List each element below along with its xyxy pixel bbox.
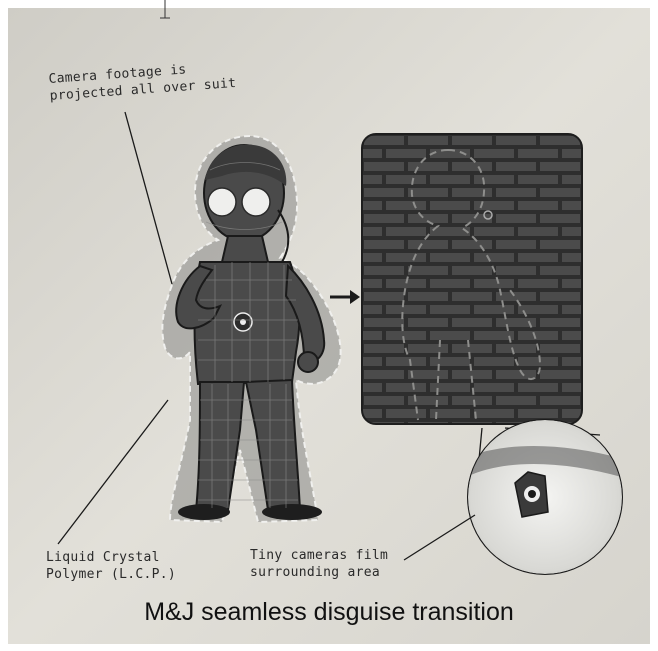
tiny-cameras-line2: surrounding area bbox=[250, 565, 381, 580]
brick-wall-panel bbox=[361, 133, 583, 425]
caption: M&J seamless disguise transition bbox=[144, 598, 514, 626]
camera-icon bbox=[514, 471, 549, 518]
lcp-label: Liquid Crystal Polymer (L.C.P.) bbox=[46, 549, 176, 583]
suit-figure bbox=[161, 134, 342, 524]
leader-lines bbox=[57, 111, 476, 561]
tiny-cameras-line1: Tiny cameras film bbox=[250, 548, 389, 563]
camera-zoom-callout bbox=[467, 419, 623, 575]
tiny-cameras-label: Tiny cameras film surrounding area bbox=[250, 547, 388, 581]
lcp-line2: Polymer (L.C.P.) bbox=[46, 567, 177, 582]
lcp-line1: Liquid Crystal bbox=[46, 550, 160, 565]
transition-arrow bbox=[330, 290, 360, 304]
